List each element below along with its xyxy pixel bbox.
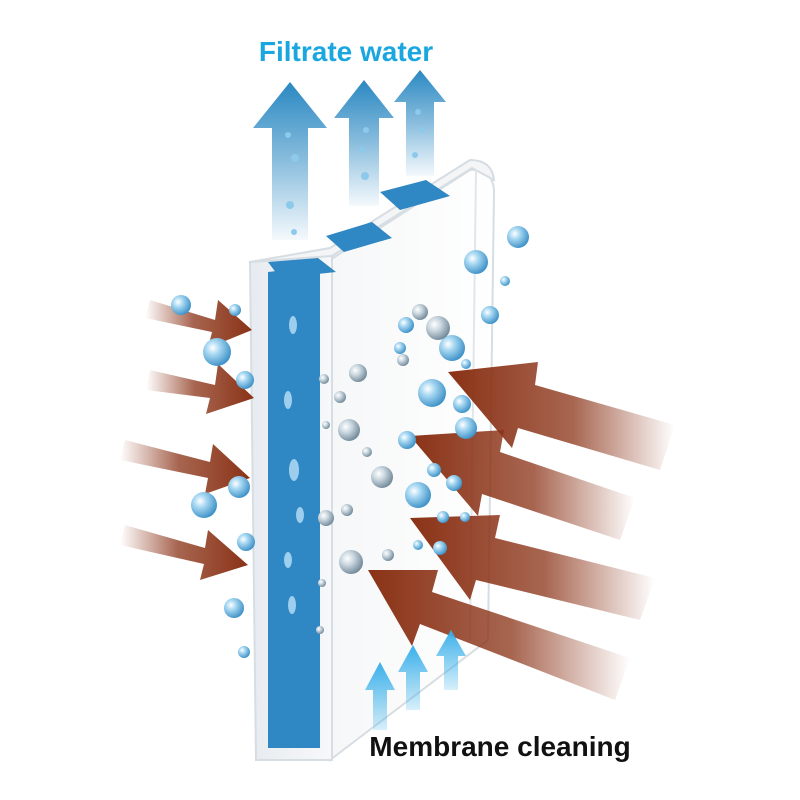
inflow-arrow-icon — [120, 525, 248, 580]
left-inflow-arrows — [120, 300, 254, 580]
up-arrow-icon — [253, 82, 327, 240]
inflow-arrow-icon — [146, 364, 254, 414]
membrane-channel — [268, 266, 320, 748]
up-arrow-icon — [394, 70, 446, 176]
filtrate-water-label: Filtrate water — [259, 36, 433, 67]
up-arrow-icon — [334, 80, 394, 206]
membrane-cleaning-label: Membrane cleaning — [369, 731, 630, 762]
